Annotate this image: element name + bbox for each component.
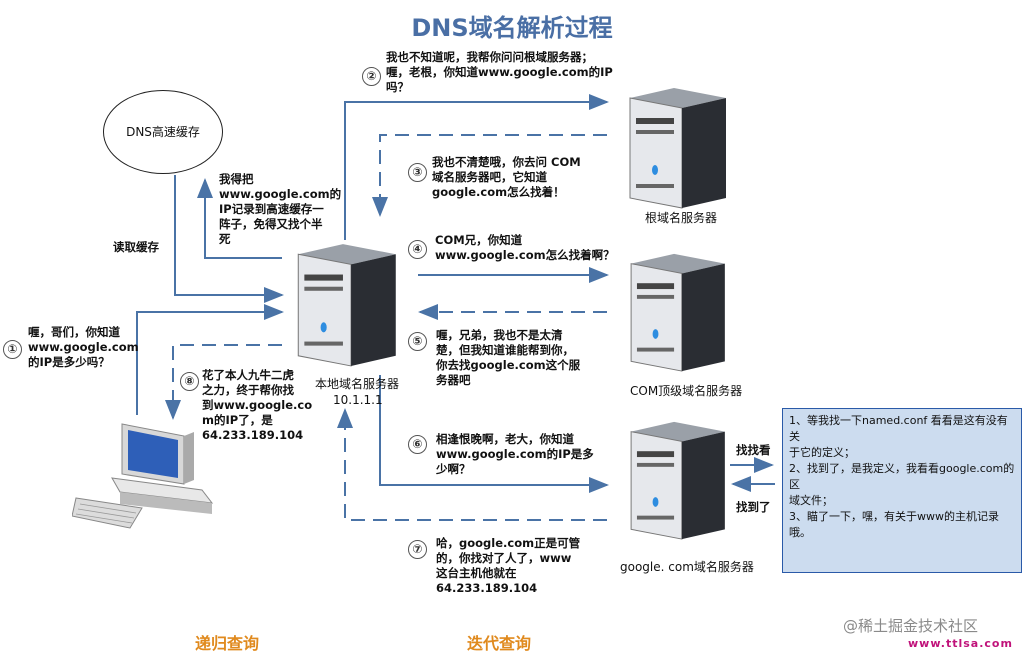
arrow-step2 [344,94,609,240]
read-cache-label: 读取缓存 [113,240,159,254]
step-text-7: 哈，google.com正是可管 的，你找对了人了，www 这台主机他就在 64… [436,536,581,595]
footer-iterative: 迭代查询 [467,634,532,653]
step-number-1: ① [3,340,22,359]
step-number-5: ⑤ [408,332,427,351]
step-text-2: 我也不知道呢，我帮你问问根域服务器； 喱，老根，你知道www.google.co… [386,50,613,94]
local-server-label: 本地域名服务器 [315,377,400,391]
arrow-step6 [379,375,609,493]
step-text-8: 花了本人九牛二虎 之力，终于帮你找 到www.google.co m的IP了，是… [202,368,313,442]
dns-cache-cloud: DNS高速缓存 [103,90,223,174]
step-number-2: ② [362,67,381,86]
com-server-label: COM顶级域名服务器 [630,384,743,398]
step-text-6: 相逢恨晚啊，老大，你知道 www.google.com的IP是多 少啊？ [436,432,594,476]
lookup-label: 找找看 [736,443,771,457]
footer-recursive: 递归查询 [195,634,260,653]
step-text-5: 喱，兄弟，我也不是太清 楚，但我知道谁能帮到你， 你去找google.com这个… [436,328,581,387]
google-server-label: google. com域名服务器 [620,560,754,574]
arrow-cache-write [197,178,282,259]
arrow-read-cache [174,175,284,303]
step-text-4: COM兄，你知道 www.google.com怎么找着啊？ [435,233,615,262]
step-text-3: 我也不清楚哦，你去问 COM 域名服务器吧，它知道 google.com怎么找着… [432,155,581,199]
server-icon-local [297,244,396,367]
client-computer-icon [72,423,214,529]
arrow-step8 [165,344,282,420]
server-icon-root [629,88,726,209]
step-number-8: ⑧ [180,372,199,391]
watermark: @稀土掘金技术社区 [843,617,979,635]
step-number-4: ④ [408,240,427,259]
lookup-note-box: 1、等我找一下named.conf 看看是这有没有关 于它的定义； 2、找到了，… [782,408,1022,573]
step-number-3: ③ [408,163,427,182]
watermark-url: www.ttlsa.com [908,637,1013,650]
arrow-step7 [337,408,607,521]
step-text-1: 喱，哥们，你知道 www.google.com 的IP是多少吗？ [28,325,139,369]
arrow-step1 [136,304,284,415]
server-icon-com [630,253,725,372]
arrow-step3 [372,134,607,217]
server-icon-google [630,421,725,540]
page-title: DNS域名解析过程 [411,14,613,42]
local-server-ip: 10.1.1.1 [333,393,383,407]
step-number-7: ⑦ [408,540,427,559]
cache-note: 我得把 www.google.com的 IP记录到高速缓存一 阵子，免得又找个半… [219,172,342,246]
root-server-label: 根域名服务器 [645,211,718,225]
found-label: 找到了 [736,500,771,514]
step-number-6: ⑥ [408,435,427,454]
